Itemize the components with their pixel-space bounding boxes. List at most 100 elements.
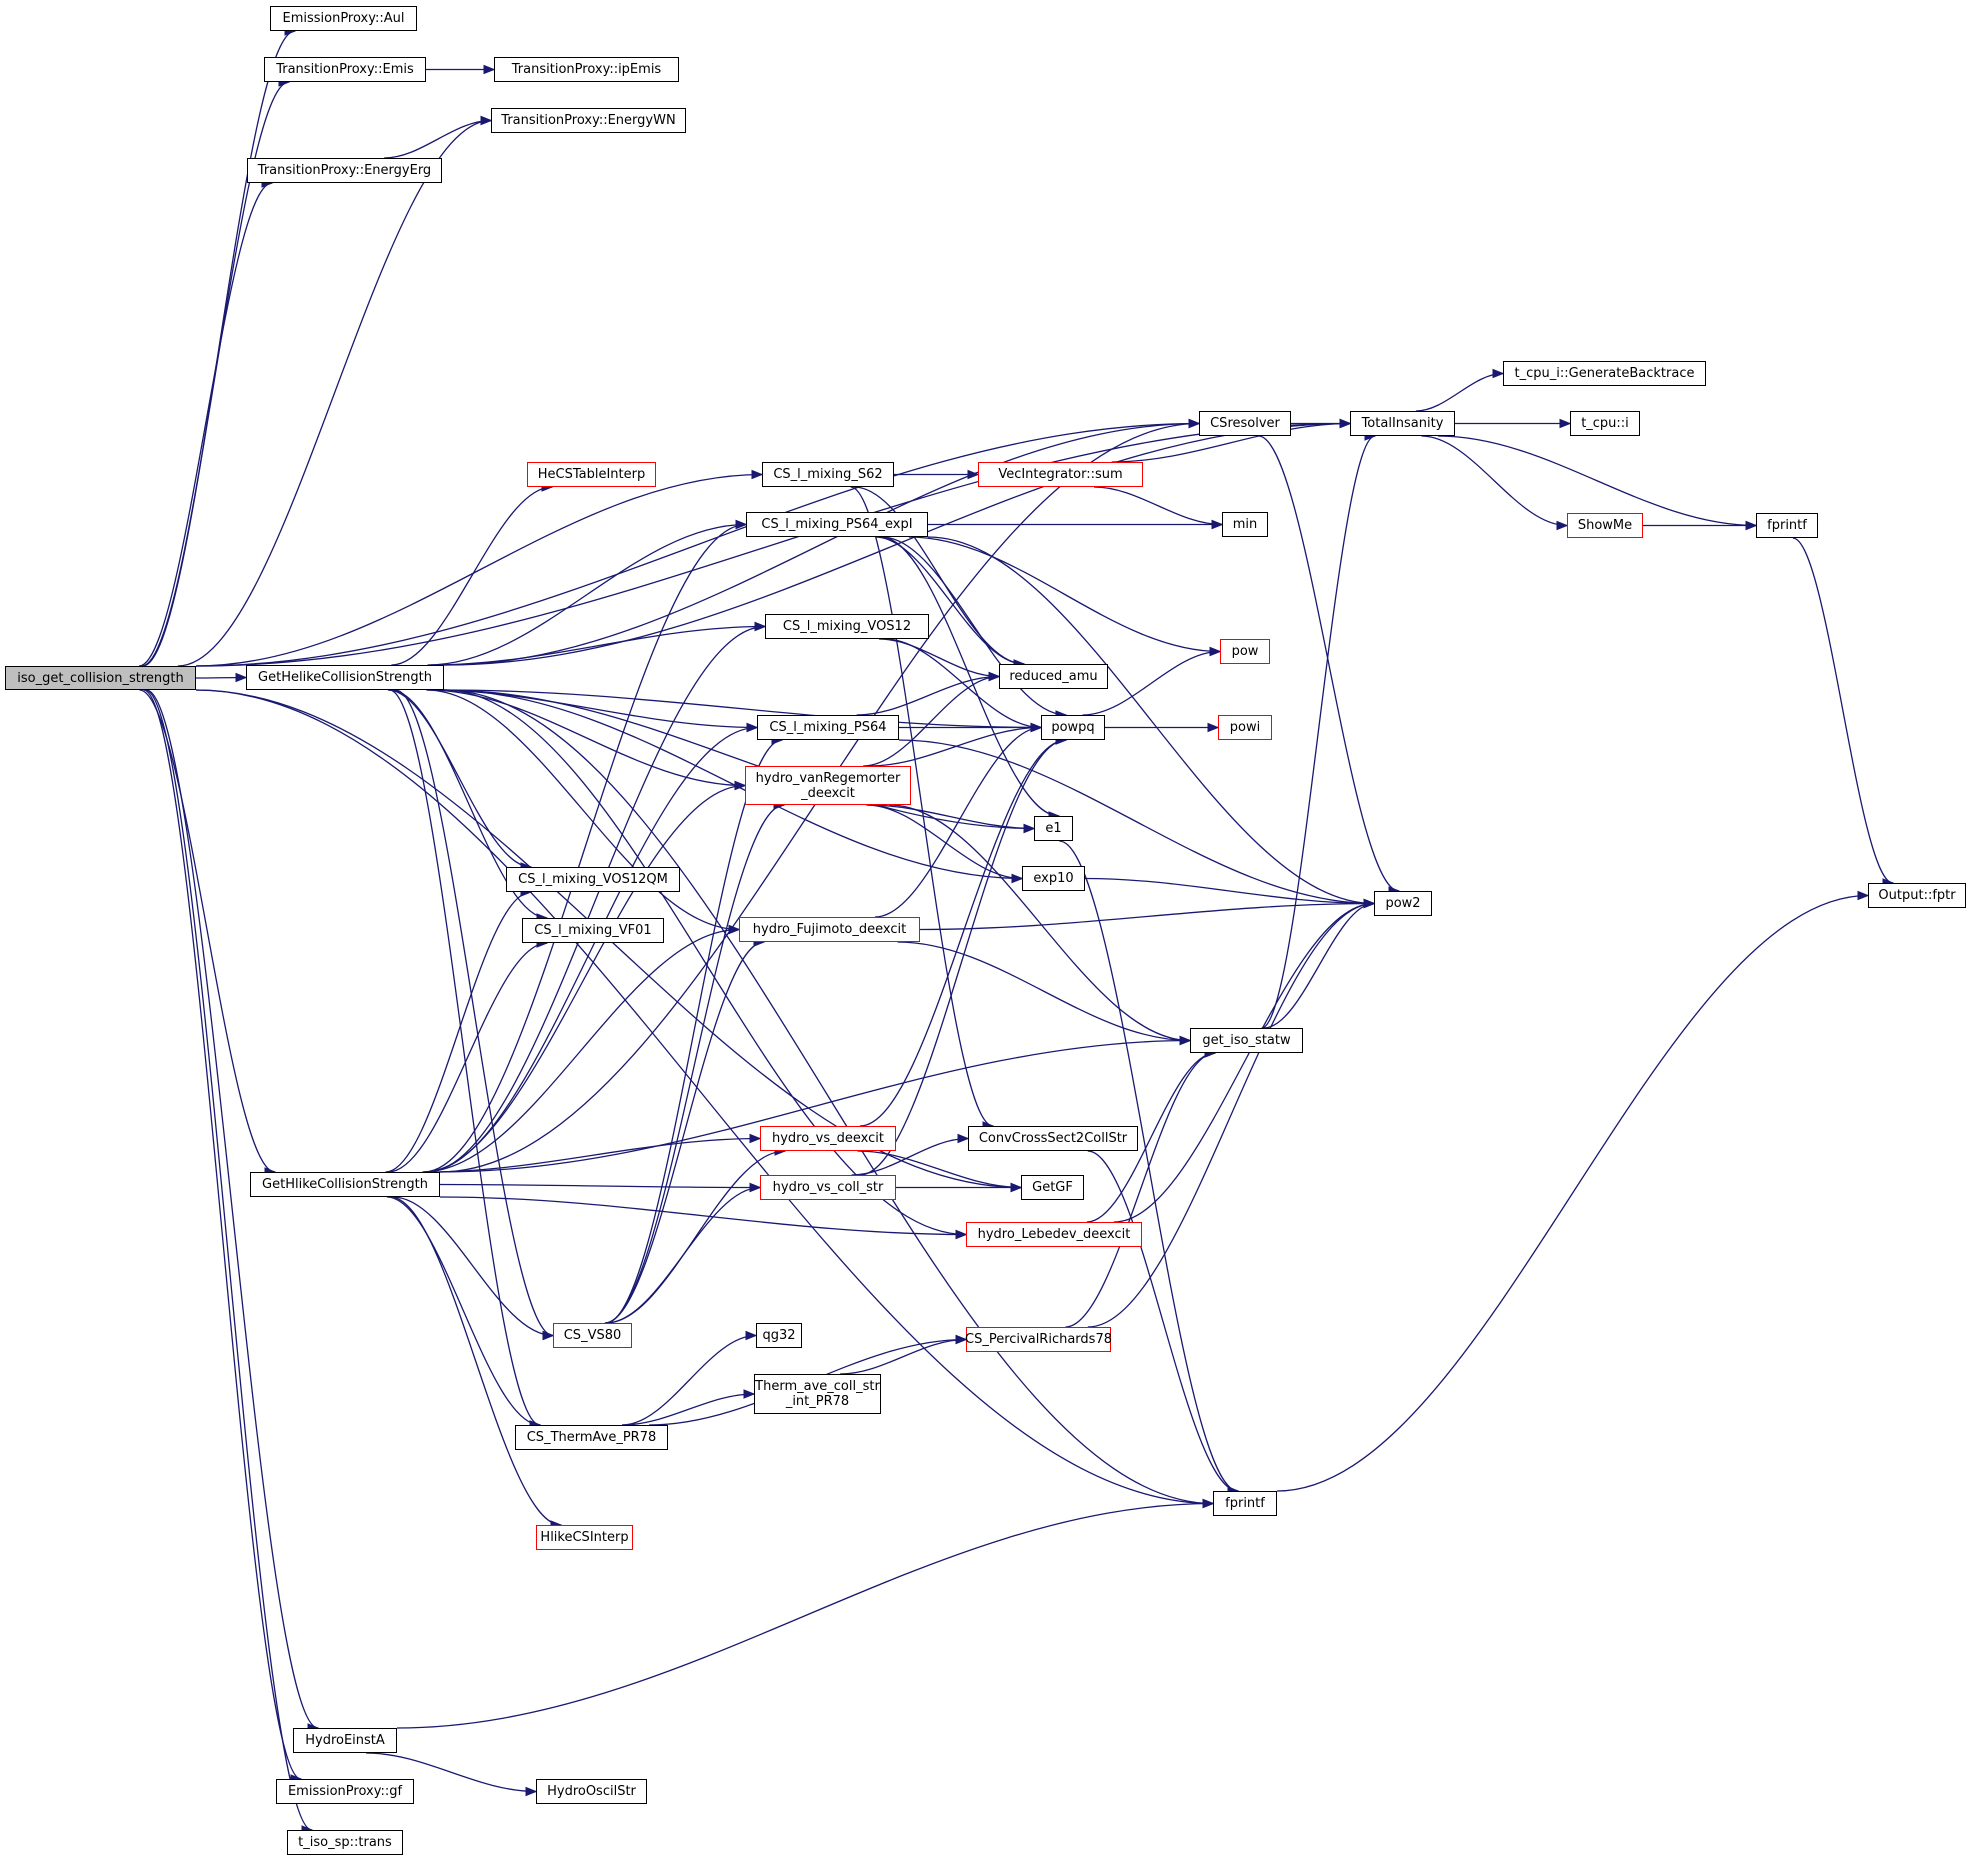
call-edge (898, 739, 1375, 905)
graph-node-label: hydro_Lebedev_deexcit (977, 1227, 1131, 1242)
arrowhead-icon (967, 469, 980, 480)
call-edge (439, 1196, 967, 1236)
arrowhead-icon (734, 780, 747, 791)
graph-node-vscollstr[interactable]: hydro_vs_coll_str (760, 1175, 896, 1200)
call-edge (141, 81, 290, 667)
graph-node-getgf[interactable]: GetGF (1021, 1175, 1084, 1200)
graph-node-min[interactable]: min (1222, 512, 1268, 537)
graph-node-label: CS_l_mixing_S62 (773, 467, 883, 482)
call-edge (868, 726, 1042, 767)
graph-node-fptr[interactable]: Output::fptr (1868, 883, 1966, 908)
graph-node-vos12[interactable]: CS_l_mixing_VOS12 (765, 614, 929, 639)
arrowhead-icon (1209, 646, 1222, 657)
call-edge (427, 523, 747, 666)
graph-node-powpq[interactable]: powpq (1041, 715, 1105, 740)
call-edge (195, 422, 1200, 667)
graph-node-e1[interactable]: e1 (1034, 816, 1073, 841)
graph-node-label: reduced_amu (1009, 669, 1098, 684)
graph-node-label: EmissionProxy::gf (287, 1784, 403, 1799)
graph-node-label: HydroOscilStr (547, 1784, 636, 1799)
graph-node-pow[interactable]: pow (1220, 639, 1270, 664)
graph-node-gethlike[interactable]: GetHlikeCollisionStrength (250, 1172, 440, 1197)
graph-node-fprintf2[interactable]: fprintf (1213, 1491, 1277, 1516)
call-edge (443, 689, 1042, 729)
call-edge (390, 1196, 562, 1526)
call-edge (1421, 435, 1568, 527)
graph-node-thermint[interactable]: Therm_ave_coll_str _int_PR78 (754, 1374, 881, 1414)
call-edge (195, 422, 1351, 667)
graph-node-aul[interactable]: EmissionProxy::Aul (270, 6, 417, 31)
graph-node-csresolver[interactable]: CSresolver (1199, 411, 1291, 436)
graph-node-reducedamu[interactable]: reduced_amu (999, 664, 1108, 689)
call-edge (146, 689, 319, 1729)
call-edge (859, 739, 1067, 1127)
call-edge (425, 726, 758, 1173)
call-edge (425, 1137, 761, 1173)
graph-node-label: CS_PercivalRichards78 (965, 1332, 1112, 1347)
graph-node-vsdeexcit[interactable]: hydro_vs_deexcit (760, 1126, 896, 1151)
graph-node-label: VecIntegrator::sum (998, 467, 1123, 482)
graph-node-convcross[interactable]: ConvCrossSect2CollStr (968, 1126, 1138, 1151)
call-edge (423, 523, 747, 1173)
graph-node-oscilstr[interactable]: HydroOscilStr (536, 1779, 647, 1804)
graph-node-lebedev[interactable]: hydro_Lebedev_deexcit (966, 1222, 1142, 1247)
call-edge (386, 1196, 541, 1426)
graph-node-label: CS_l_mixing_VF01 (534, 923, 652, 938)
graph-node-label: GetGF (1032, 1180, 1073, 1195)
call-edge (426, 625, 766, 1173)
call-edge (443, 689, 967, 1236)
graph-node-label: min (1232, 517, 1258, 532)
graph-node-vos12qm[interactable]: CS_l_mixing_VOS12QM (506, 867, 680, 892)
graph-node-label: HeCSTableInterp (537, 467, 646, 482)
call-edge (195, 689, 1214, 1505)
graph-node-fprintf1[interactable]: fprintf (1756, 513, 1818, 538)
graph-node-vanreg[interactable]: hydro_vanRegemorter _deexcit (745, 766, 911, 805)
graph-node-label: TotalInsanity (1361, 416, 1444, 431)
graph-node-ps64[interactable]: CS_l_mixing_PS64 (757, 715, 899, 740)
graph-node-trans[interactable]: t_iso_sp::trans (287, 1830, 403, 1855)
graph-node-label: hydro_Fujimoto_deexcit (752, 922, 907, 937)
call-edge (878, 638, 1000, 678)
graph-node-ps64expi[interactable]: CS_l_mixing_PS64_expI (746, 512, 928, 537)
graph-node-showme[interactable]: ShowMe (1567, 513, 1643, 538)
graph-node-exp10[interactable]: exp10 (1022, 866, 1085, 891)
graph-node-backtrace[interactable]: t_cpu_i::GenerateBacktrace (1503, 361, 1706, 386)
graph-node-pow2[interactable]: pow2 (1374, 891, 1432, 916)
graph-node-powi[interactable]: powi (1218, 715, 1272, 740)
graph-node-totalinsanity[interactable]: TotalInsanity (1350, 411, 1455, 436)
graph-node-label: TransitionProxy::EnergyWN (501, 113, 676, 128)
call-edge (1792, 537, 1894, 884)
graph-node-hlikecs[interactable]: HlikeCSInterp (536, 1525, 633, 1550)
call-edge (1415, 372, 1504, 412)
graph-node-qg32[interactable]: qg32 (756, 1323, 802, 1348)
call-edge (927, 536, 1375, 905)
graph-node-thermave[interactable]: CS_ThermAve_PR78 (515, 1425, 668, 1450)
graph-node-fujimoto[interactable]: hydro_Fujimoto_deexcit (739, 917, 920, 942)
call-edge (145, 689, 313, 1831)
graph-node-gethelike[interactable]: GetHelikeCollisionStrength (246, 665, 444, 690)
graph-node-label: e1 (1045, 821, 1062, 836)
call-edge (866, 804, 1023, 880)
call-edge (392, 1196, 554, 1337)
graph-node-hecstable[interactable]: HeCSTableInterp (527, 462, 656, 487)
call-edge (423, 784, 746, 1173)
graph-node-tcpui[interactable]: t_cpu::i (1570, 411, 1640, 436)
graph-node-root: iso_get_collision_strength (5, 666, 196, 690)
graph-node-emis[interactable]: TransitionProxy::Emis (264, 57, 426, 82)
graph-node-einsta[interactable]: HydroEinstA (293, 1728, 397, 1753)
graph-node-gf[interactable]: EmissionProxy::gf (276, 1779, 414, 1804)
graph-node-ipemis[interactable]: TransitionProxy::ipEmis (494, 57, 679, 82)
graph-node-isostatw[interactable]: get_iso_statw (1190, 1028, 1303, 1053)
graph-node-vs80[interactable]: CS_VS80 (553, 1323, 632, 1348)
graph-node-percival[interactable]: CS_PercivalRichards78 (965, 1327, 1112, 1352)
call-edge (1087, 902, 1375, 1328)
call-edge (605, 804, 785, 1324)
graph-node-vf01[interactable]: CS_l_mixing_VF01 (522, 918, 664, 943)
call-edge (443, 689, 1035, 830)
arrowhead-icon (1179, 1035, 1192, 1046)
graph-node-energyerg[interactable]: TransitionProxy::EnergyErg (247, 158, 442, 183)
graph-node-s62[interactable]: CS_l_mixing_S62 (762, 462, 894, 487)
arrowhead-icon (1023, 823, 1036, 834)
graph-node-energywn[interactable]: TransitionProxy::EnergyWN (491, 108, 686, 133)
graph-node-vecsum[interactable]: VecIntegrator::sum (978, 462, 1143, 487)
